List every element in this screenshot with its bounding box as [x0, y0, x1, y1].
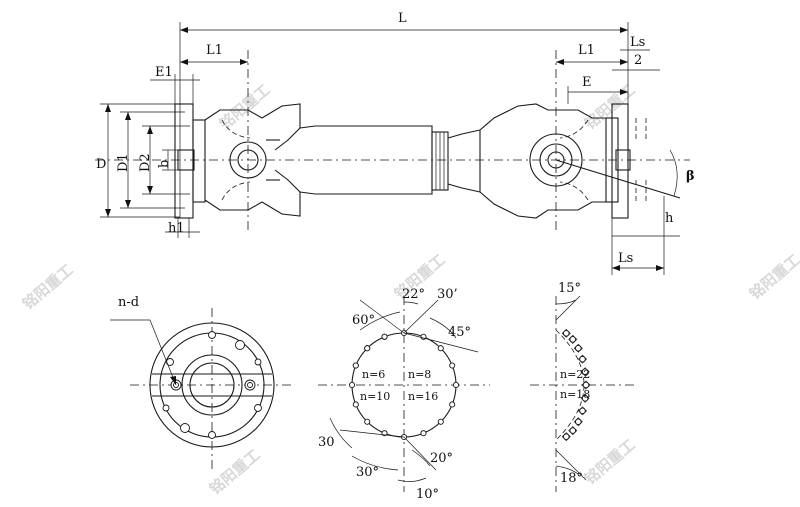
pattern-hole: [581, 368, 589, 375]
pattern-hole: [579, 407, 586, 415]
pitch-arc-right: [555, 329, 585, 441]
label-22deg: 22°: [402, 287, 425, 302]
pattern-hole: [563, 433, 570, 440]
pattern-hole: [579, 355, 586, 363]
label-Ls-half-den: 2: [634, 53, 642, 68]
pattern-hole: [569, 336, 577, 343]
label-n-d: n-d: [118, 295, 139, 310]
label-45deg: 45°: [448, 325, 471, 340]
label-18deg: 18°: [560, 471, 583, 486]
pattern-hole: [449, 362, 456, 369]
label-L: L: [398, 11, 407, 26]
label-h1: h1: [168, 221, 185, 236]
shaft-side-view: D D1 D2 b h1: [95, 11, 695, 275]
pattern-hole: [563, 330, 570, 337]
label-30min: 30’: [437, 287, 458, 302]
watermark-4: 铭阳重工: [581, 436, 639, 488]
pattern-hole: [381, 333, 388, 340]
label-n16: n=16: [408, 390, 438, 403]
pattern-hole-mark: [580, 367, 590, 377]
label-30deg-bottom: 30°: [356, 465, 379, 480]
right-yoke: [479, 103, 606, 219]
flange-bolt-hole: [180, 423, 190, 433]
pattern-hole: [581, 395, 589, 402]
label-D: D: [96, 157, 106, 172]
label-60deg: 60°: [352, 313, 375, 328]
pattern-hole: [348, 381, 356, 389]
pattern-hole-mark: [581, 380, 591, 390]
pattern-hole-mark: [568, 334, 578, 344]
label-n10: n=10: [360, 390, 390, 403]
pattern-hole: [569, 427, 577, 434]
label-beta: β: [686, 169, 695, 184]
left-yoke: [204, 103, 301, 217]
flange-bolt-hole: [235, 340, 245, 350]
pattern-hole: [452, 381, 460, 389]
pattern-hole: [449, 401, 456, 408]
label-30-left: 30: [318, 435, 335, 450]
label-b: b: [157, 160, 172, 168]
pattern-hole-mark: [573, 343, 583, 353]
pattern-hole-mark: [568, 426, 578, 436]
label-n6: n=6: [362, 368, 385, 381]
pattern-hole: [582, 381, 590, 389]
label-n8: n=8: [408, 368, 431, 381]
pattern-holes: [348, 329, 460, 441]
watermark-5: 铭阳重工: [746, 251, 800, 303]
pattern-hole: [437, 418, 444, 425]
label-L1-left: L1: [206, 43, 223, 58]
label-D1: D1: [116, 153, 131, 172]
watermark-6: 铭阳重工: [216, 81, 274, 133]
label-D2: D2: [138, 153, 153, 172]
n-d-leader: [149, 319, 177, 386]
watermark-2: 铭阳重工: [206, 446, 264, 498]
right-flange: [611, 103, 629, 219]
hole-pattern-right: 15° 18° n=22 n=18: [530, 281, 635, 492]
label-n22: n=22: [560, 368, 590, 381]
label-L1-right: L1: [578, 43, 595, 58]
left-flange-key: [177, 149, 195, 171]
pattern-hole-mark: [561, 432, 571, 442]
pattern-hole: [352, 401, 359, 408]
pattern-hole: [575, 418, 582, 426]
pattern-hole-mark: [580, 393, 590, 403]
pattern-hole-mark: [577, 406, 587, 416]
pattern-hole: [437, 345, 444, 352]
hole-pattern-middle: n=6 n=8 n=10 n=16 22° 30’ 60° 45° 30 30°…: [318, 287, 490, 502]
watermark-1: 铭阳重工: [19, 261, 77, 313]
pattern-hole: [364, 418, 371, 425]
flange-front-view: n-d: [110, 295, 295, 470]
pattern-hole: [364, 345, 371, 352]
flange-outer-circle: [149, 322, 275, 448]
label-h: h: [665, 211, 674, 226]
pattern-hole: [420, 430, 427, 437]
label-15deg: 15°: [558, 281, 581, 296]
pattern-hole: [352, 362, 359, 369]
label-Ls: Ls: [618, 251, 633, 266]
pattern-hole-mark: [577, 354, 587, 364]
label-E1: E1: [155, 65, 173, 80]
label-E: E: [582, 75, 592, 90]
flange-hub: [181, 354, 243, 416]
label-10deg: 10°: [416, 487, 439, 502]
pattern-hole-mark: [561, 328, 571, 338]
beta-angle-line: [555, 159, 681, 199]
right-pattern-holes: [561, 328, 591, 442]
right-flange-key: [615, 149, 631, 171]
pattern-hole: [575, 344, 582, 352]
label-n18: n=18: [560, 388, 590, 401]
label-Ls-half-num: Ls: [630, 35, 645, 50]
label-20deg: 20°: [430, 451, 453, 466]
pattern-hole-mark: [573, 417, 583, 427]
